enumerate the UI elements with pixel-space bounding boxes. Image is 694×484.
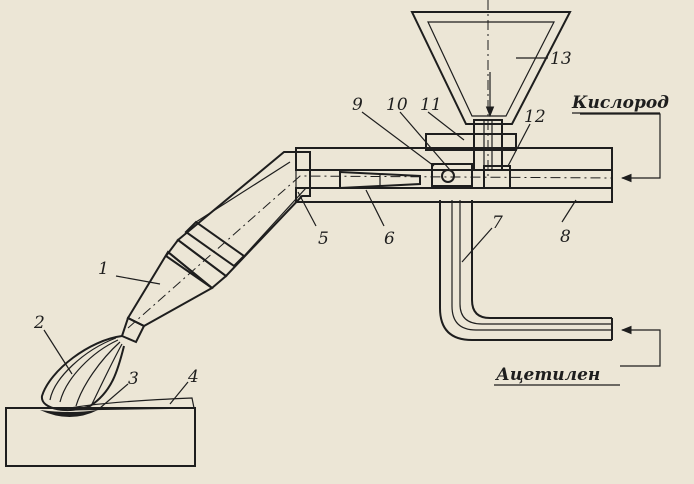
label-11: 11 <box>420 95 442 115</box>
label-8: 8 <box>560 227 571 247</box>
flow-arrows <box>485 72 661 367</box>
label-1: 1 <box>98 259 109 279</box>
weld-pool <box>40 410 98 417</box>
label-3: 3 <box>128 369 139 389</box>
label-12: 12 <box>524 107 546 127</box>
label-5: 5 <box>318 229 329 249</box>
flame <box>41 335 125 412</box>
acetylene-pipe <box>439 200 613 341</box>
label-2: 2 <box>33 313 45 333</box>
label-10: 10 <box>386 95 408 115</box>
powder-hopper <box>410 11 572 125</box>
acetylene-label: Ацетилен <box>494 365 600 385</box>
label-13: 13 <box>550 49 572 69</box>
center-line <box>127 175 613 329</box>
oxygen-label: Кислород <box>571 93 669 113</box>
label-7: 7 <box>492 213 503 233</box>
label-9: 9 <box>352 95 363 115</box>
injector-nozzle <box>339 170 421 190</box>
label-6: 6 <box>384 229 395 249</box>
label-4: 4 <box>187 367 199 387</box>
torch-cone <box>126 238 228 328</box>
angled-tube <box>176 151 311 278</box>
leader-lines <box>43 57 577 409</box>
